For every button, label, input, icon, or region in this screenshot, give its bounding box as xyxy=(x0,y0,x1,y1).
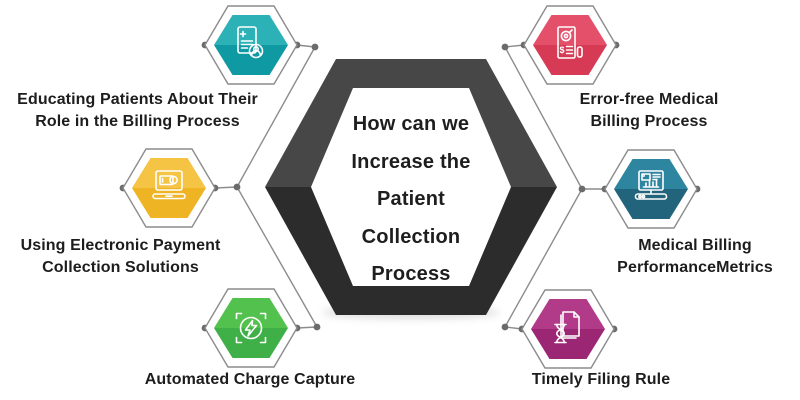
left-mid-stub xyxy=(214,186,238,189)
performance-metrics-icon xyxy=(634,170,668,200)
hex-node-billing-performance-metrics xyxy=(604,148,698,230)
label-educating-patients: Educating Patients About Their Role in t… xyxy=(17,91,258,130)
hex-node-timely-filing-rule xyxy=(521,288,615,370)
charge-capture-icon xyxy=(235,312,267,344)
hex-node-electronic-payment xyxy=(122,147,216,229)
timely-filing-icon xyxy=(554,311,580,344)
center-hexagon-border-bottom xyxy=(265,187,557,315)
hex-fill xyxy=(214,298,288,358)
hex-fill xyxy=(533,15,607,75)
hex-fill xyxy=(614,159,688,219)
hex-fill xyxy=(132,158,206,218)
electronic-payment-icon xyxy=(152,170,186,200)
label-timely-filing-rule: Timely Filing Rule xyxy=(531,371,671,388)
center-question: How can we Increase the Patient Collecti… xyxy=(351,113,471,285)
label-error-free-billing: Error-free Medical Billing Process xyxy=(579,91,719,130)
hex-fill xyxy=(531,299,605,359)
center-hexagon xyxy=(263,57,559,322)
label-billing-performance-metrics: Medical Billing PerformanceMetrics xyxy=(617,237,773,276)
svg-text:$: $ xyxy=(560,45,565,55)
billing-document-icon: $ xyxy=(557,26,583,59)
hex-node-automated-charge-capture xyxy=(204,287,298,369)
center-hexagon-border-top xyxy=(265,59,557,187)
label-electronic-payment: Using Electronic Payment Collection Solu… xyxy=(20,237,221,276)
patient-record-icon xyxy=(237,26,264,59)
center-hexagon-inner xyxy=(311,88,511,286)
hex-node-error-free-billing: $ xyxy=(523,4,617,86)
hex-node-educating-patients xyxy=(204,4,298,86)
label-automated-charge-capture: Automated Charge Capture xyxy=(144,371,356,388)
